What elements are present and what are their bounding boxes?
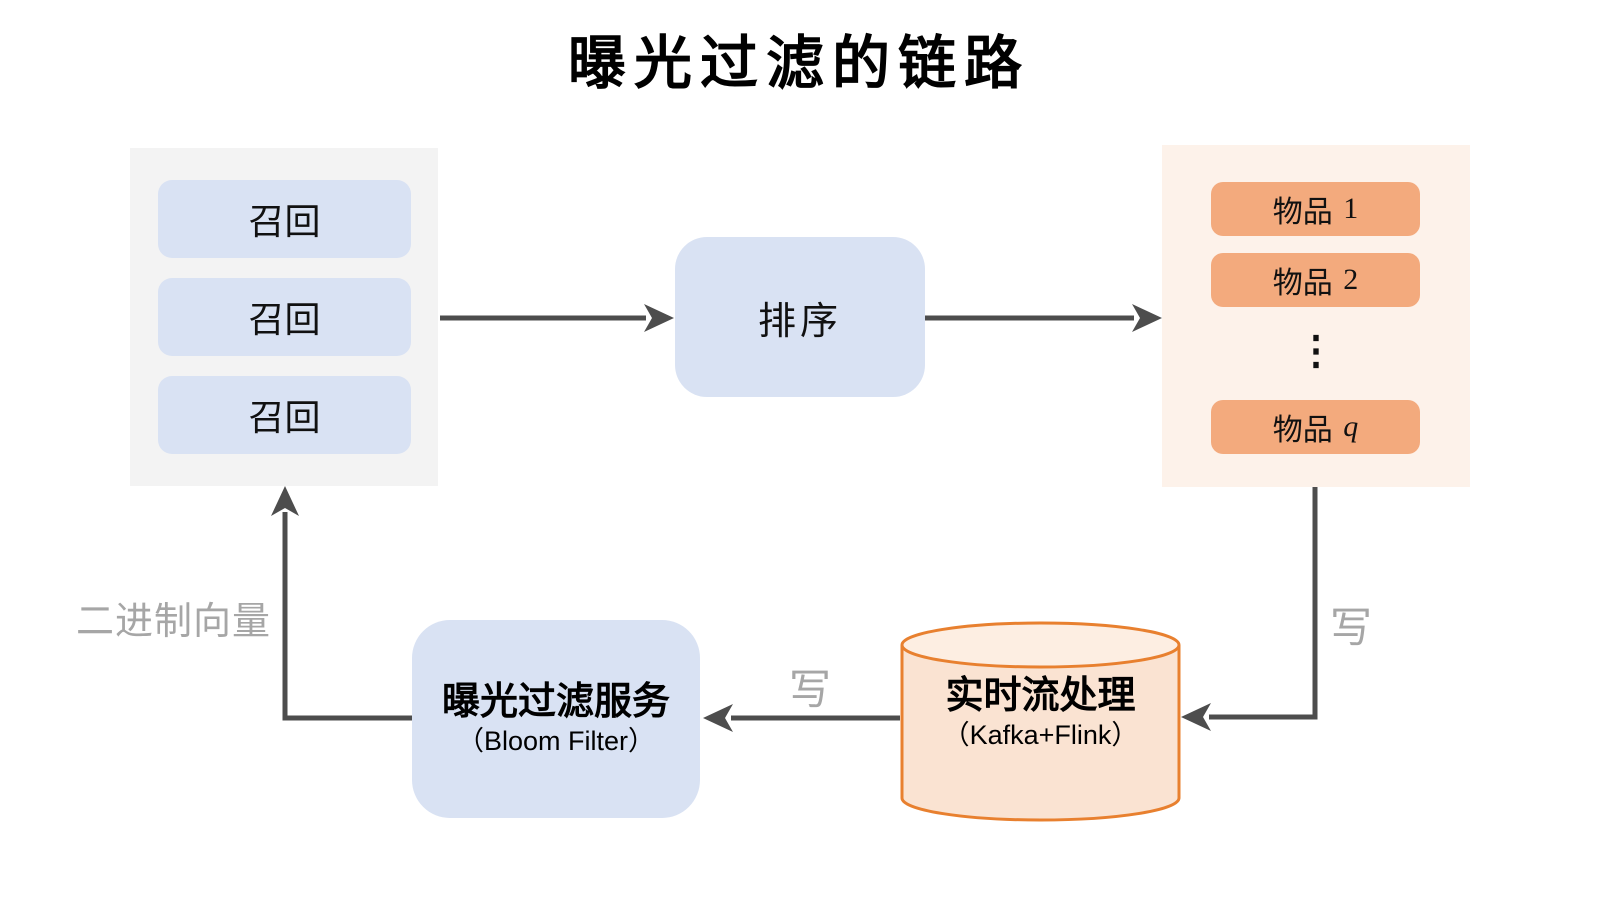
arrowhead-up-icon bbox=[271, 486, 299, 516]
recall-panel: 召回 召回 召回 bbox=[130, 148, 438, 486]
stream-processor-subtitle: （Kafka+Flink） bbox=[942, 719, 1139, 750]
exposure-filter-node: 曝光过滤服务 （Bloom Filter） bbox=[412, 620, 700, 818]
item-label: 物品 bbox=[1272, 267, 1333, 300]
item-index: 2 bbox=[1343, 263, 1359, 296]
stream-cylinder-shape bbox=[900, 621, 1181, 822]
arrowhead-right-icon bbox=[644, 304, 674, 332]
exposure-filter-subtitle: （Bloom Filter） bbox=[456, 725, 656, 756]
item-node-2: 物品 2 bbox=[1211, 253, 1420, 307]
ranking-node: 排序 bbox=[675, 237, 925, 397]
vertical-ellipsis-icon: ⋮ bbox=[1296, 329, 1336, 373]
arrow-stream-to-filter bbox=[703, 704, 900, 732]
write-edge-label-left: 写 bbox=[789, 666, 832, 713]
recall-node-label: 召回 bbox=[248, 397, 321, 438]
arrowhead-right-icon bbox=[1132, 304, 1162, 332]
stream-processor-title: 实时流处理 bbox=[945, 675, 1136, 717]
recall-node-2: 召回 bbox=[158, 278, 411, 356]
arrow-filter-to-recall bbox=[271, 486, 412, 721]
item-index: q bbox=[1343, 410, 1359, 443]
item-label: 物品 bbox=[1272, 414, 1333, 447]
items-panel: 物品 1 物品 2 ⋮ 物品 q bbox=[1162, 145, 1470, 487]
arrowhead-left-icon bbox=[703, 704, 733, 732]
item-index: 1 bbox=[1343, 192, 1359, 225]
item-label: 物品 bbox=[1272, 196, 1333, 229]
arrow-ranking-to-items bbox=[925, 304, 1162, 332]
exposure-filter-title: 曝光过滤服务 bbox=[441, 680, 670, 723]
write-edge-label-right: 写 bbox=[1330, 604, 1373, 651]
diagram-title: 曝光过滤的链路 bbox=[567, 31, 1030, 96]
arrowhead-left-icon bbox=[1181, 703, 1211, 731]
stream-processor-node: 实时流处理 （Kafka+Flink） bbox=[902, 675, 1179, 751]
item-node-1: 物品 1 bbox=[1211, 182, 1420, 236]
item-node-q: 物品 q bbox=[1211, 400, 1420, 454]
arrow-recall-to-ranking bbox=[440, 304, 674, 332]
recall-node-1: 召回 bbox=[158, 180, 411, 258]
ranking-node-label: 排序 bbox=[757, 300, 842, 343]
recall-node-label: 召回 bbox=[248, 201, 321, 242]
arrow-items-to-stream bbox=[1181, 487, 1318, 731]
recall-node-3: 召回 bbox=[158, 376, 411, 454]
binary-vector-edge-label: 二进制向量 bbox=[76, 601, 272, 643]
recall-node-label: 召回 bbox=[248, 299, 321, 340]
